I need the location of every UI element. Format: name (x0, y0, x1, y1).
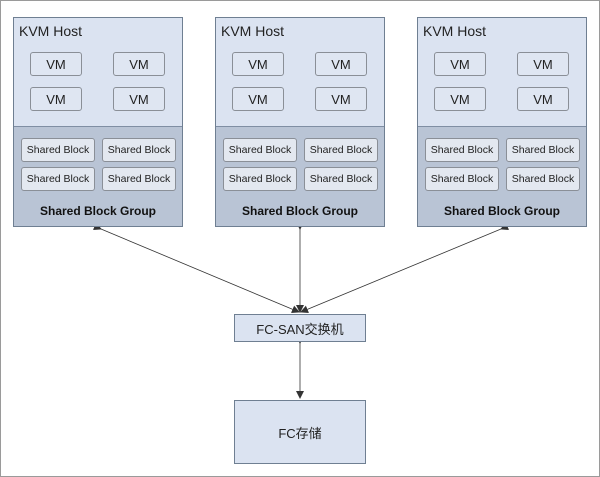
vm-box: VM (232, 87, 284, 111)
vm-box: VM (232, 52, 284, 76)
fc-san-switch: FC-SAN交换机 (234, 314, 366, 342)
vm-box: VM (113, 52, 165, 76)
host-title: KVM Host (19, 23, 83, 39)
vm-box: VM (517, 87, 569, 111)
vm-box: VM (315, 52, 367, 76)
shared-block-group-label: Shared Block Group (39, 204, 157, 218)
shared-block: Shared Block (223, 167, 297, 191)
shared-block: Shared Block (304, 138, 378, 162)
link-host3-switch (300, 222, 509, 314)
shared-block-group-label: Shared Block Group (443, 204, 561, 218)
shared-block-group-label: Shared Block Group (241, 204, 359, 218)
kvm-host-1: KVM Host VM VM VM VM Shared Block Shared… (13, 17, 183, 227)
vm-box: VM (517, 52, 569, 76)
kvm-host-3: KVM Host VM VM VM VM Shared Block Shared… (417, 17, 587, 227)
shared-block: Shared Block (506, 138, 580, 162)
shared-block: Shared Block (223, 138, 297, 162)
vm-box: VM (30, 87, 82, 111)
vm-box: VM (434, 52, 486, 76)
vm-box: VM (315, 87, 367, 111)
shared-block: Shared Block (21, 138, 95, 162)
shared-block-group: Shared Block Shared Block Shared Block S… (418, 126, 586, 226)
shared-block: Shared Block (102, 138, 176, 162)
link-host1-switch (92, 222, 300, 313)
vm-box: VM (434, 87, 486, 111)
shared-block: Shared Block (21, 167, 95, 191)
host-title: KVM Host (221, 23, 285, 39)
fc-storage: FC存储 (234, 400, 366, 464)
host-title: KVM Host (423, 23, 487, 39)
shared-block: Shared Block (425, 138, 499, 162)
vm-box: VM (30, 52, 82, 76)
shared-block: Shared Block (506, 167, 580, 191)
kvm-host-2: KVM Host VM VM VM VM Shared Block Shared… (215, 17, 385, 227)
shared-block: Shared Block (102, 167, 176, 191)
shared-block: Shared Block (425, 167, 499, 191)
shared-block-group: Shared Block Shared Block Shared Block S… (14, 126, 182, 226)
vm-box: VM (113, 87, 165, 111)
shared-block-group: Shared Block Shared Block Shared Block S… (216, 126, 384, 226)
shared-block: Shared Block (304, 167, 378, 191)
